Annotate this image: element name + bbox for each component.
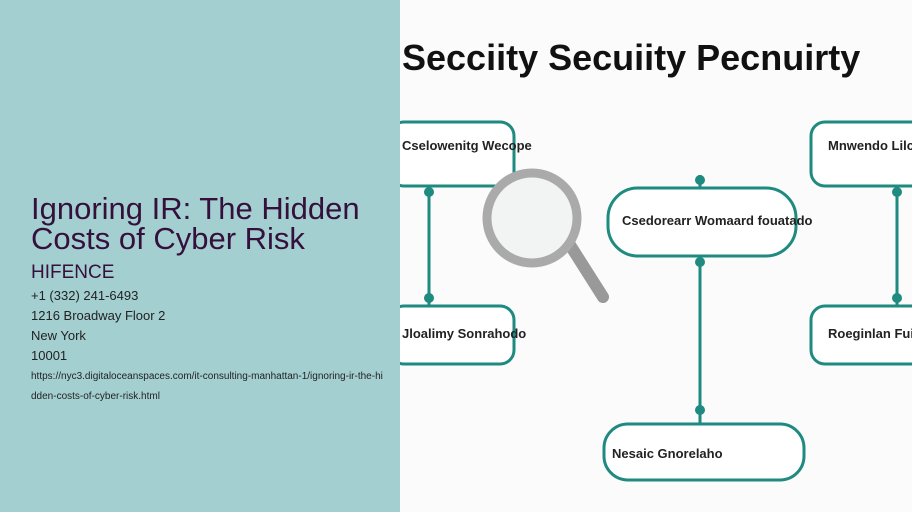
- box-label: Mnwendo Lilcaro: [828, 138, 912, 153]
- phone-number: +1 (332) 241-6493: [31, 288, 139, 303]
- box-label: Roeginlan Fuiadot: [828, 326, 912, 341]
- box-label: Jloalimy Sonrahodo: [402, 326, 526, 341]
- city: New York: [31, 328, 86, 343]
- magnifier-icon: [482, 168, 609, 303]
- company-name: HIFENCE: [31, 262, 115, 283]
- box-label: Nesaic Gnorelaho: [612, 446, 723, 461]
- page-title: Ignoring IR: The Hidden Costs of Cyber R…: [31, 191, 360, 256]
- info-panel: Ignoring IR: The Hidden Costs of Cyber R…: [0, 0, 400, 512]
- box-label: Cselowenitg Wecope: [402, 138, 532, 153]
- page-url[interactable]: https://nyc3.digitaloceanspaces.com/it-c…: [31, 371, 383, 402]
- box-label: Csedorearr Womaard fouatado: [622, 213, 813, 228]
- diagram-image: Secciity Secuiity Pecnuirty Cselowenitg …: [388, 0, 912, 512]
- zip-code: 10001: [31, 348, 68, 363]
- image-heading: Secciity Secuiity Pecnuirty: [402, 37, 860, 78]
- street-address: 1216 Broadway Floor 2: [31, 308, 166, 323]
